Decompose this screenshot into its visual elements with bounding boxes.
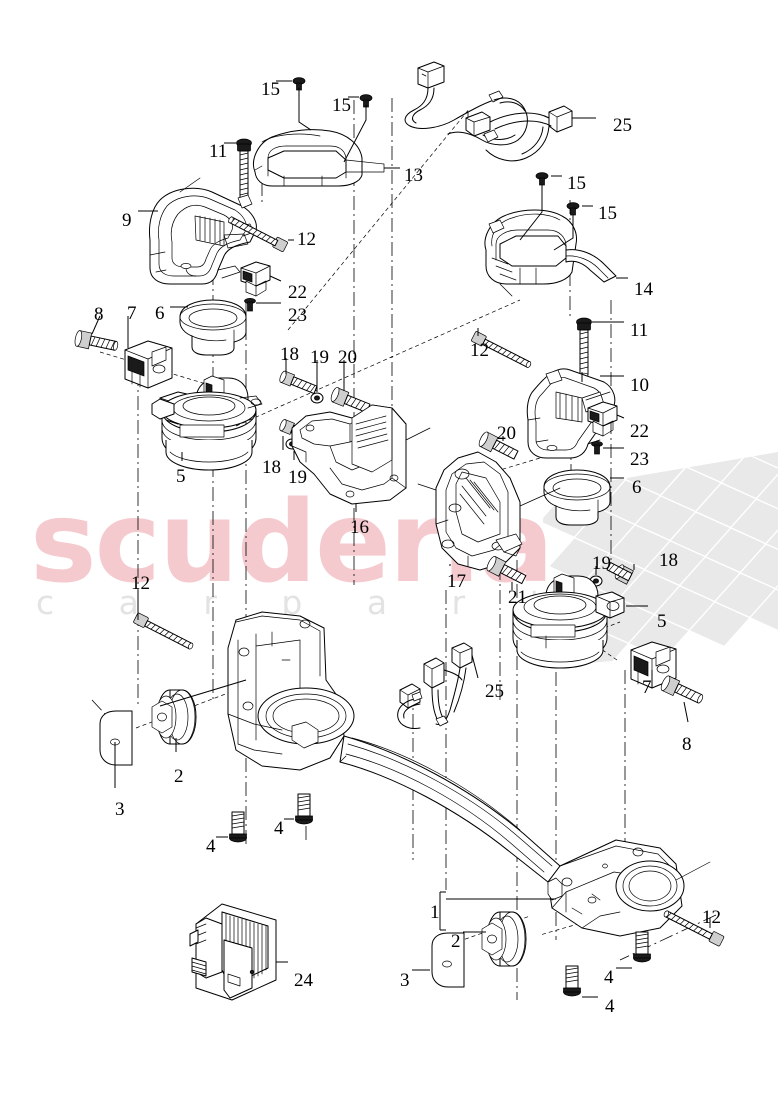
callout-number-clip-bracket-right: 7 — [642, 677, 652, 698]
callout-number-screw-stop-buffer-right: 23 — [630, 449, 649, 470]
callout-number-wiring-harness-lower: 25 — [485, 681, 504, 702]
screw-heat-shield-3 — [535, 172, 549, 186]
wiring-harness-lower — [397, 642, 473, 729]
bolt-subframe-mid — [295, 793, 313, 825]
engine-mount-right — [512, 573, 625, 669]
callout-number-screw-stop-buffer-left: 23 — [288, 305, 307, 326]
callout-number-bolt-subframe-rear: 4 — [604, 967, 614, 988]
callout-number-heat-shield-left: 13 — [404, 165, 423, 186]
bolt-socket-head-upper-right — [471, 331, 532, 368]
bolt-subframe-left — [229, 811, 247, 843]
callout-number-wiring-harness-upper: 25 — [613, 115, 632, 136]
callout-number-washer-19-right: 19 — [592, 553, 611, 574]
callout-number-gearbox-mount-bracket-left: 16 — [350, 517, 369, 538]
callout-number-bolt-clip-left: 8 — [94, 304, 104, 325]
callout-number-bushing-right: 2 — [451, 931, 461, 952]
subframe-assembly-left — [227, 611, 561, 883]
screw-heat-shield-2 — [359, 94, 373, 108]
callout-number-washer-19-lower-left: 19 — [288, 467, 307, 488]
bolt-hex-long-left — [236, 138, 252, 202]
callout-number-bushing-left: 2 — [174, 766, 184, 787]
gearbox-mount-bracket-right — [435, 451, 523, 571]
callout-number-engine-mount-right: 5 — [657, 611, 667, 632]
bushing-left — [151, 689, 197, 745]
engine-mount-left — [151, 375, 263, 471]
callout-number-bolt-socket-head-upper-left: 12 — [297, 229, 316, 250]
callout-number-subframe-assembly-right: 1 — [430, 902, 440, 923]
subframe-assembly-right — [547, 839, 685, 937]
callout-number-screw-heat-shield-2: 15 — [332, 95, 351, 116]
callout-number-bolt-hex-long-right: 11 — [630, 320, 649, 341]
wiring-harness-upper — [404, 61, 573, 162]
heat-shield-right — [484, 209, 617, 285]
callout-number-screw-heat-shield-3: 15 — [567, 173, 586, 194]
callout-number-bolt-hex-long-left: 11 — [209, 141, 228, 162]
screw-heat-shield-4 — [566, 202, 580, 216]
callout-number-bolt-subframe-front: 4 — [605, 996, 615, 1017]
callout-number-stop-buffer-right: 22 — [630, 421, 649, 442]
callout-number-heat-shield-right: 14 — [634, 279, 653, 300]
clip-bracket-left — [124, 340, 173, 389]
callout-number-gearbox-mount-bracket-right: 17 — [447, 571, 466, 592]
callout-number-cover-cap-left: 3 — [115, 799, 125, 820]
callout-number-bolt-clip-right: 8 — [682, 734, 692, 755]
callout-number-screw-heat-shield-4: 15 — [598, 203, 617, 224]
engine-mount-support-left — [149, 187, 257, 285]
callout-number-bolt-socket-head-upper-right: 12 — [470, 340, 489, 361]
bolt-socket-head-upper-left — [228, 216, 288, 252]
callout-number-bolt-subframe-mid: 4 — [274, 818, 284, 839]
callout-number-bolt-18-upper-left: 18 — [280, 344, 299, 365]
callout-number-engine-mount-support-right: 10 — [630, 375, 649, 396]
washer-19-upper-left — [310, 392, 324, 404]
gearbox-mount-bracket-left — [291, 404, 407, 505]
callout-number-control-unit-module: 24 — [294, 970, 313, 991]
callout-number-clip-bracket-left: 7 — [127, 303, 137, 324]
screw-heat-shield-1 — [292, 77, 306, 91]
callout-number-rubber-buffer-left: 6 — [155, 303, 165, 324]
callout-number-bolt-20-left: 20 — [338, 347, 357, 368]
callout-number-bolt-21: 21 — [508, 587, 527, 608]
bolt-subframe-rear — [633, 931, 651, 963]
control-unit-module — [189, 903, 277, 1001]
bolt-socket-head-lower-right — [663, 910, 725, 947]
bolt-18-upper-left — [279, 370, 318, 395]
callout-number-bolt-18-right: 18 — [659, 550, 678, 571]
callout-number-rubber-buffer-right: 6 — [632, 477, 642, 498]
heat-shield-left — [253, 129, 385, 187]
callout-number-cover-cap-right: 3 — [400, 970, 410, 991]
bolt-subframe-front — [563, 965, 581, 997]
bolt-20-right — [478, 431, 519, 460]
callout-number-bolt-socket-head-lower-left: 12 — [131, 573, 150, 594]
callout-number-engine-mount-support-left: 9 — [122, 210, 132, 231]
bolt-clip-left — [74, 330, 119, 351]
callout-number-bolt-18-lower-left: 18 — [262, 457, 281, 478]
screw-stop-buffer-right — [591, 441, 603, 455]
callout-number-stop-buffer-left: 22 — [288, 282, 307, 303]
rubber-buffer-right — [543, 469, 611, 526]
rubber-buffer-left — [179, 299, 247, 356]
bushing-right — [481, 911, 527, 967]
cover-cap-left — [99, 710, 133, 766]
bolt-clip-right — [660, 675, 704, 704]
stop-buffer-left — [240, 261, 271, 297]
callout-number-bolt-subframe-left: 4 — [206, 836, 216, 857]
callout-number-washer-19-upper-left: 19 — [310, 347, 329, 368]
callout-number-screw-heat-shield-1: 15 — [261, 79, 280, 100]
stop-buffer-right — [587, 401, 618, 437]
bolt-socket-head-lower-left — [133, 612, 194, 650]
cover-cap-right — [431, 932, 465, 988]
engine-mount-support-right — [526, 368, 616, 459]
callout-number-bolt-socket-head-lower-right: 12 — [702, 907, 721, 928]
bolt-20-left — [330, 386, 371, 414]
callout-number-bolt-20-right: 20 — [497, 423, 516, 444]
bolt-21 — [486, 556, 527, 585]
callout-number-engine-mount-left: 5 — [176, 466, 186, 487]
screw-stop-buffer-left — [244, 298, 256, 312]
bolt-hex-long-right — [576, 317, 592, 378]
